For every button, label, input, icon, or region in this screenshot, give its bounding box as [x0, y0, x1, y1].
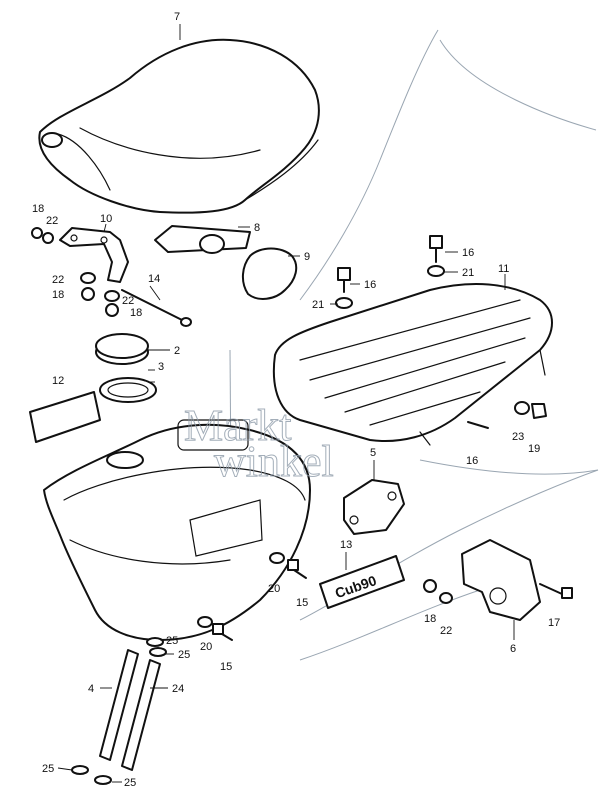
callout-16c: 16 [466, 455, 478, 467]
callouts: 7 18 22 10 8 9 22 18 22 18 14 16 21 11 1… [32, 11, 560, 789]
seat [38, 38, 320, 214]
tank-strip [29, 391, 101, 443]
callout-2: 2 [174, 345, 180, 357]
seat-bracket [59, 227, 129, 283]
rack-fasteners [335, 235, 547, 429]
seat-catch-plate [154, 225, 251, 254]
callout-24: 24 [172, 683, 184, 695]
callout-25d: 25 [124, 777, 136, 789]
watermark: Markt winkel [184, 401, 335, 487]
rack-bracket [343, 479, 405, 535]
callout-14: 14 [148, 273, 160, 285]
callout-12: 12 [52, 375, 64, 387]
callout-7: 7 [174, 11, 180, 23]
callout-25a: 25 [166, 635, 178, 647]
callout-3: 3 [158, 361, 164, 373]
callout-25c: 25 [42, 763, 54, 775]
callout-18b: 18 [52, 289, 64, 301]
callout-22c: 22 [122, 295, 134, 307]
callout-15a: 15 [296, 597, 308, 609]
callout-17: 17 [548, 617, 560, 629]
luggage-rack [272, 283, 553, 446]
callout-4: 4 [88, 683, 94, 695]
callout-16b: 16 [364, 279, 376, 291]
callout-21a: 21 [462, 267, 474, 279]
fuel-cap-gasket [99, 377, 157, 403]
callout-23: 23 [512, 431, 524, 443]
lower-fasteners [197, 552, 573, 641]
callout-9: 9 [304, 251, 310, 263]
watermark-line2: winkel [214, 437, 334, 486]
callout-6: 6 [510, 643, 516, 655]
callout-11: 11 [498, 263, 509, 275]
callout-20b: 20 [200, 641, 212, 653]
callout-13: 13 [340, 539, 352, 551]
callout-22d: 22 [440, 625, 452, 637]
watermark-line1: Markt [184, 401, 292, 450]
callout-18d: 18 [424, 613, 436, 625]
fuel-cap [95, 333, 149, 365]
fuel-tank [43, 419, 311, 641]
callout-22b: 22 [52, 274, 64, 286]
callout-18c: 18 [130, 307, 142, 319]
callout-18a: 18 [32, 203, 44, 215]
callout-19: 19 [528, 443, 540, 455]
leader-lines [57, 24, 515, 783]
bracket-fasteners [31, 227, 120, 317]
callout-8: 8 [254, 222, 260, 234]
side-bracket [461, 539, 541, 621]
callout-16a: 16 [462, 247, 474, 259]
callout-5: 5 [370, 447, 376, 459]
callout-22a: 22 [46, 215, 58, 227]
callout-20a: 20 [268, 583, 280, 595]
callout-10: 10 [100, 213, 112, 225]
callout-25b: 25 [178, 649, 190, 661]
fuel-tubes [71, 637, 167, 785]
model-emblem: Cub90 [319, 555, 405, 609]
callout-15b: 15 [220, 661, 232, 673]
callout-21b: 21 [312, 299, 324, 311]
seat-hinge [242, 247, 298, 300]
seat-bolt [121, 289, 192, 327]
